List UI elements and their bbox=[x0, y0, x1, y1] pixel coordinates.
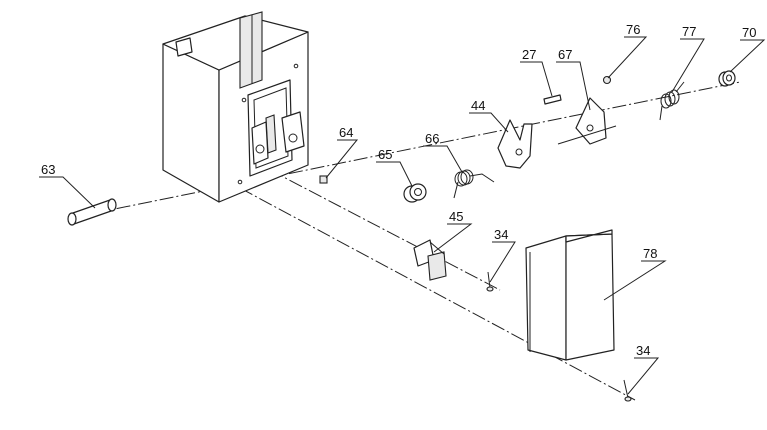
screw-34-lower bbox=[623, 379, 632, 402]
callout-34-lower: 34 bbox=[636, 343, 650, 358]
housing-bracket bbox=[162, 11, 309, 203]
callout-63: 63 bbox=[41, 162, 55, 177]
callout-67: 67 bbox=[558, 47, 572, 62]
latch-44 bbox=[497, 119, 533, 169]
callout-70: 70 bbox=[742, 25, 756, 40]
callout-76: 76 bbox=[626, 22, 640, 37]
washer-70 bbox=[718, 70, 736, 87]
bracket-45 bbox=[413, 239, 447, 281]
callout-78: 78 bbox=[643, 246, 657, 261]
bushing-65 bbox=[403, 183, 427, 203]
callout-77: 77 bbox=[682, 24, 696, 39]
nut-64 bbox=[319, 175, 328, 184]
pin-63 bbox=[67, 198, 117, 226]
spring-66 bbox=[453, 169, 495, 199]
cover-78 bbox=[525, 229, 615, 361]
screw-34-upper bbox=[486, 271, 494, 292]
callout-66: 66 bbox=[425, 131, 439, 146]
callout-65: 65 bbox=[378, 147, 392, 162]
callout-45: 45 bbox=[449, 209, 463, 224]
assembly-axes bbox=[94, 81, 741, 401]
callout-64: 64 bbox=[339, 125, 353, 140]
leader-lines bbox=[39, 36, 766, 395]
nut-76 bbox=[602, 75, 612, 85]
callout-27: 27 bbox=[522, 47, 536, 62]
spring-77 bbox=[659, 81, 685, 121]
cam-67 bbox=[557, 97, 617, 145]
callout-34-upper: 34 bbox=[494, 227, 508, 242]
pin-27 bbox=[543, 94, 562, 105]
callout-44: 44 bbox=[471, 98, 485, 113]
callout-labels: 63 64 65 66 44 27 67 76 77 70 45 34 78 3… bbox=[41, 22, 756, 358]
